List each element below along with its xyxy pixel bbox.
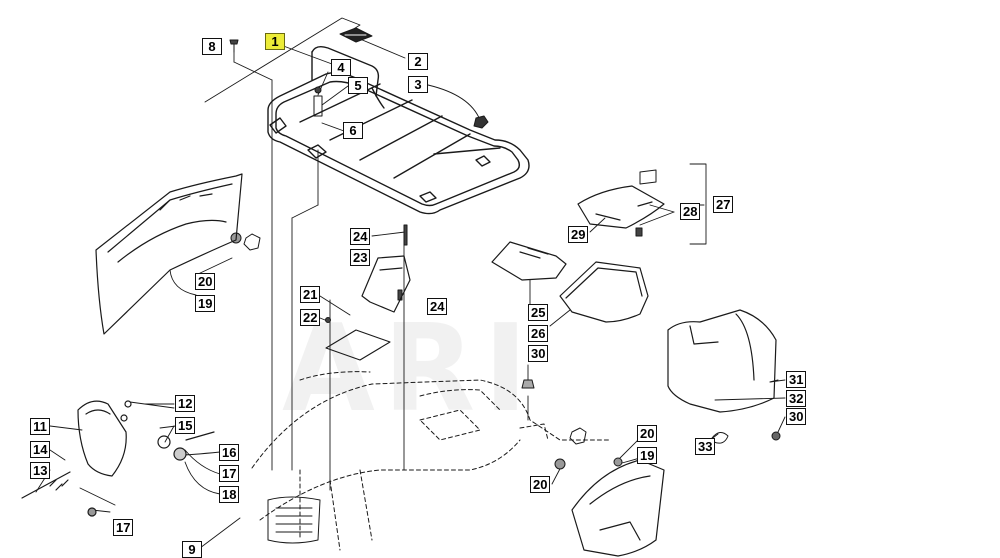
callout-1: 1 xyxy=(265,33,285,50)
center-plate xyxy=(325,329,391,361)
callout-13: 13 xyxy=(30,462,51,479)
callout-24-top: 24 xyxy=(350,228,371,245)
left-side-panel xyxy=(95,173,243,335)
callout-22: 22 xyxy=(300,309,321,326)
hardware xyxy=(229,39,781,470)
callout-20-right: 20 xyxy=(637,425,658,442)
callout-24-right: 24 xyxy=(427,298,448,315)
storage-box xyxy=(491,241,649,323)
callout-2: 2 xyxy=(408,53,428,70)
front-grille xyxy=(267,496,321,544)
callout-5: 5 xyxy=(348,77,368,94)
callout-17-low: 17 xyxy=(113,519,134,536)
center-bracket xyxy=(361,255,411,313)
callout-26: 26 xyxy=(528,325,549,342)
left-light-cover xyxy=(21,400,215,517)
callout-30-mid: 30 xyxy=(528,345,549,362)
callout-15: 15 xyxy=(175,417,196,434)
right-fender xyxy=(571,459,665,557)
callout-19-right: 19 xyxy=(637,447,658,464)
callout-6: 6 xyxy=(343,122,363,139)
callout-4: 4 xyxy=(331,59,351,76)
callout-19-left: 19 xyxy=(195,295,216,312)
callout-12: 12 xyxy=(175,395,196,412)
callout-23: 23 xyxy=(350,249,371,266)
callout-28: 28 xyxy=(680,203,701,220)
callout-21: 21 xyxy=(300,286,321,303)
callout-32: 32 xyxy=(786,390,807,407)
callout-20-left: 20 xyxy=(195,273,216,290)
callout-29: 29 xyxy=(568,226,589,243)
callout-8: 8 xyxy=(202,38,222,55)
callout-9: 9 xyxy=(182,541,202,558)
callout-20-low: 20 xyxy=(530,476,551,493)
callout-30-right: 30 xyxy=(786,408,807,425)
callout-31: 31 xyxy=(786,371,807,388)
callout-17-mid: 17 xyxy=(219,465,240,482)
callout-25: 25 xyxy=(528,304,549,321)
storage-lid xyxy=(577,185,665,229)
callout-27: 27 xyxy=(713,196,734,213)
rear-rack xyxy=(267,45,530,215)
callout-11: 11 xyxy=(30,418,50,435)
callout-33: 33 xyxy=(695,438,716,455)
callout-18: 18 xyxy=(219,486,240,503)
atv-body xyxy=(251,371,611,551)
rack-decal xyxy=(339,27,373,43)
watermark: ARI xyxy=(282,300,536,439)
callout-3: 3 xyxy=(408,76,428,93)
right-front-panel xyxy=(667,309,777,413)
callout-14: 14 xyxy=(30,441,51,458)
callout-16: 16 xyxy=(219,444,240,461)
leader-lines xyxy=(35,17,786,549)
